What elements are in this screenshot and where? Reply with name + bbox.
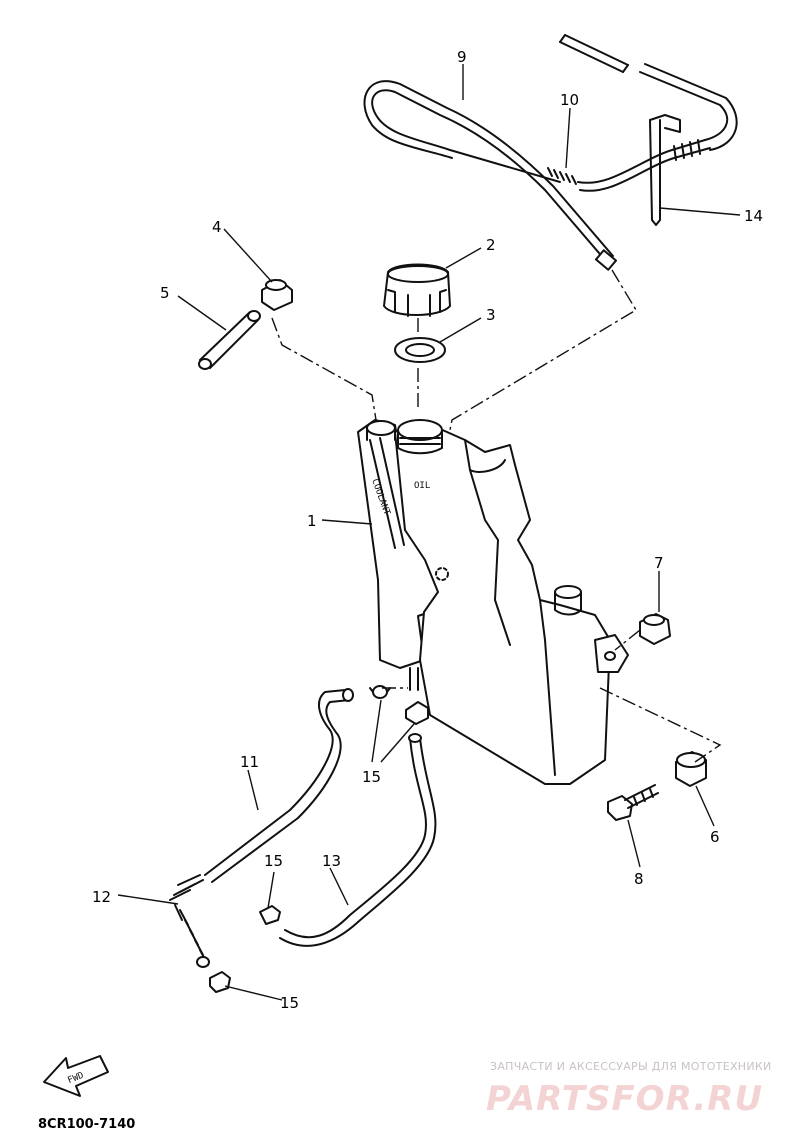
callout-12: 12: [92, 888, 111, 906]
part-3-gasket: [394, 337, 446, 363]
callout-2: 2: [486, 236, 496, 254]
callout-9: 9: [457, 48, 467, 66]
callout-1: 1: [307, 512, 317, 530]
callout-8: 8: [634, 870, 644, 888]
part-9-breather-hose: [363, 80, 617, 271]
leader-lines: [117, 64, 741, 1001]
part-15-clamps: [209, 685, 429, 993]
watermark: ЗАПЧАСТИ И АКСЕССУАРЫ ДЛЯ МОТОТЕХНИКИ PA…: [486, 1060, 772, 1119]
part-12-spring: [169, 874, 210, 968]
callout-13: 13: [322, 852, 341, 870]
watermark-tagline: ЗАПЧАСТИ И АКСЕССУАРЫ ДЛЯ МОТОТЕХНИКИ: [490, 1060, 772, 1073]
part-5-short-hose: [198, 310, 261, 370]
callout-14: 14: [744, 207, 763, 225]
part-7-grommet: [639, 613, 671, 645]
part-14-stay: [649, 114, 681, 226]
tank-oil-label: OIL: [414, 481, 430, 491]
callout-10: 10: [560, 91, 579, 109]
callout-15-middle: 15: [264, 852, 283, 870]
callout-15-upper: 15: [362, 768, 381, 786]
callout-3: 3: [486, 306, 496, 324]
part-9-upper-hose: [559, 34, 738, 151]
part-6-collar: [675, 751, 707, 787]
assembly-lines: [271, 269, 722, 763]
fwd-arrow: FWD: [43, 1055, 109, 1097]
part-10-spring: [547, 139, 711, 192]
part-8-bolt: [607, 784, 659, 821]
part-2-cap: [383, 263, 451, 317]
callout-15-lower: 15: [280, 994, 299, 1012]
part-4-small-cap: [261, 279, 293, 311]
callout-numbers: 9 10 14 2 4 5 3 1 7 11 15 6 8 15 13 12 1…: [92, 48, 763, 1012]
callout-7: 7: [654, 554, 664, 572]
part-1-tank: COOLANT OIL: [357, 419, 629, 785]
diagram-code: 8CR100-7140: [38, 1117, 135, 1132]
part-13-hose: [279, 733, 437, 947]
callout-6: 6: [710, 828, 720, 846]
callout-5: 5: [160, 284, 170, 302]
callout-4: 4: [212, 218, 222, 236]
watermark-brand: PARTSFOR.RU: [486, 1079, 763, 1119]
callout-11: 11: [240, 753, 259, 771]
part-11-hose: [204, 688, 354, 883]
